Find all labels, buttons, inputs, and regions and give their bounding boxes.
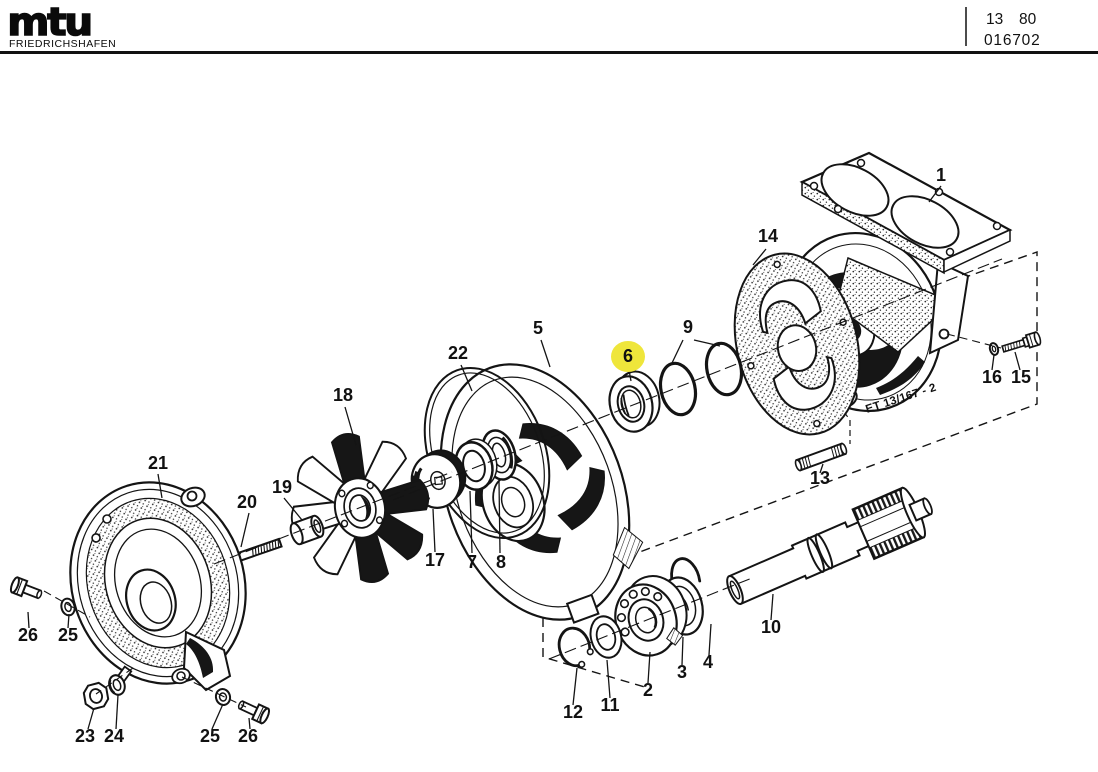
- part-highlight: [611, 341, 645, 372]
- header: mtu FRIEDRICHSHAFEN 13 80 016702: [0, 0, 1098, 54]
- part-label-24: 24: [104, 726, 124, 746]
- part-label-26: 26: [18, 625, 38, 645]
- part-orings-9: [658, 341, 744, 417]
- part-label-1: 1: [936, 165, 946, 185]
- part-label-11: 11: [600, 695, 619, 715]
- part-label-7: 7: [467, 552, 477, 572]
- part-label-3: 3: [677, 662, 687, 682]
- fastener-washer-25-left: [60, 597, 76, 617]
- part-spacer-19: [289, 514, 325, 546]
- axis-lower-shaft: [548, 577, 753, 660]
- part-label-22: 22: [448, 343, 468, 363]
- part-rear-cover-21: [69, 481, 247, 692]
- part-label-25: 25: [58, 625, 78, 645]
- part-label-26: 26: [238, 726, 258, 746]
- part-bolt-15: [1001, 331, 1042, 353]
- part-impeller-cover-5: [439, 363, 644, 624]
- part-label-17: 17: [425, 550, 445, 570]
- fastener-bolt-26-right: [237, 700, 271, 725]
- part-label-2: 2: [643, 680, 653, 700]
- part-label-10: 10: [761, 617, 781, 637]
- part-label-23: 23: [75, 726, 95, 746]
- part-label-19: 19: [272, 477, 292, 497]
- part-label-18: 18: [333, 385, 353, 405]
- leader-lines: [27, 185, 1021, 730]
- axis-nut-23: [95, 667, 134, 695]
- part-circlip-12: [557, 626, 594, 668]
- part-label-21: 21: [148, 453, 168, 473]
- part-shaft-10: [726, 486, 933, 606]
- centerlines: [43, 258, 1003, 708]
- part-label-14: 14: [758, 226, 778, 246]
- part-bearing-6: [608, 370, 661, 433]
- header-code-left: 13: [986, 11, 1003, 28]
- mtu-logo: mtu: [7, 1, 91, 45]
- header-code-right: 80: [1019, 11, 1037, 28]
- part-label-6: 6: [623, 346, 633, 366]
- fastener-washer-24: [108, 674, 126, 696]
- part-label-4: 4: [703, 652, 713, 672]
- part-label-20: 20: [237, 492, 257, 512]
- part-label-9: 9: [683, 317, 693, 337]
- part-label-8: 8: [496, 552, 506, 572]
- part-stud-13: [794, 442, 848, 472]
- part-washer-11: [589, 615, 623, 659]
- fastener-washer-25-right: [214, 688, 232, 706]
- part-label-5: 5: [533, 318, 543, 338]
- header-rule: [0, 51, 1098, 54]
- header-doc-number: 016702: [984, 32, 1041, 49]
- axis-fan: [213, 471, 453, 565]
- axis-bolt-26-right: [181, 676, 247, 708]
- part-label-13: 13: [810, 468, 830, 488]
- axis-main: [392, 258, 1003, 501]
- axis-bolt-26-left: [43, 590, 91, 618]
- logo-subtitle: FRIEDRICHSHAFEN: [9, 38, 116, 50]
- fastener-bolt-26-left: [9, 576, 43, 600]
- part-label-15: 15: [1011, 367, 1031, 387]
- part-label-25: 25: [200, 726, 220, 746]
- axis-bolt-15: [946, 333, 1002, 349]
- part-label-16: 16: [982, 367, 1002, 387]
- part-label-12: 12: [563, 702, 583, 722]
